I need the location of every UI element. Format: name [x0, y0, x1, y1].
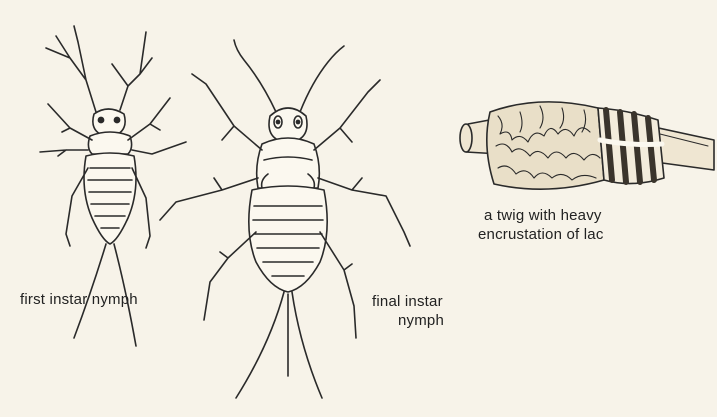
- twig-caption-line1: a twig with heavy: [484, 206, 602, 225]
- final-instar-nymph-drawing: [160, 40, 410, 398]
- twig-caption-line2: encrustation of lac: [478, 225, 604, 244]
- final-instar-nymph-label-line2: nymph: [398, 311, 444, 330]
- final-instar-nymph-label-line1: final instar: [372, 292, 443, 311]
- first-instar-nymph-label: first instar nymph: [20, 290, 138, 309]
- twig-with-lac-drawing: [460, 102, 714, 189]
